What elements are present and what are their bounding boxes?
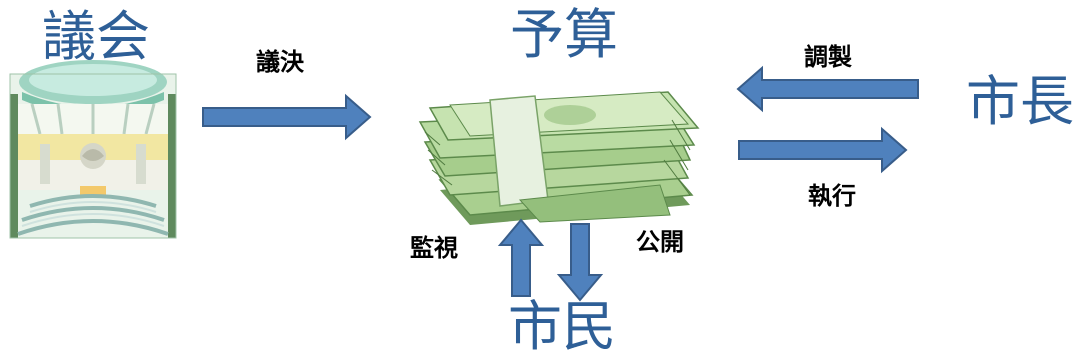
- node-citizens: 市民: [508, 295, 616, 358]
- label-resolution: 議決: [256, 48, 304, 76]
- node-assembly: 議会: [42, 5, 150, 68]
- arrow-monitoring: [497, 218, 545, 297]
- node-budget: 予算: [510, 3, 618, 66]
- label-disclosure: 公開: [636, 228, 684, 256]
- arrow-preparation: [736, 65, 919, 113]
- arrow-resolution: [202, 93, 372, 141]
- label-monitoring: 監視: [410, 234, 458, 262]
- node-mayor: 市長: [966, 70, 1074, 133]
- arrow-execution: [738, 126, 908, 174]
- arrow-disclosure: [556, 223, 604, 302]
- label-preparation: 調製: [804, 43, 852, 71]
- label-execution: 執行: [808, 182, 856, 210]
